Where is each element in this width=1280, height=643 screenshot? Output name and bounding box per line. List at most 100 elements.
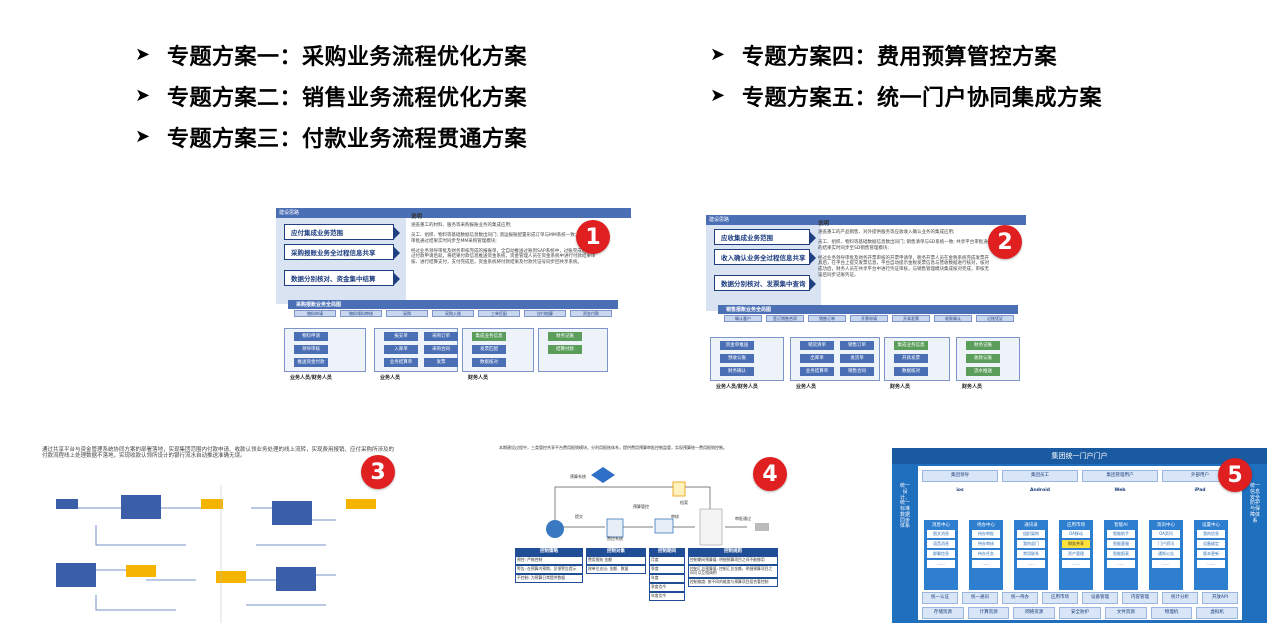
- app-item: 图文消息: [927, 530, 955, 538]
- thumbnail-sales: 建设思路 应收集成业务范围 收入确认业务全过程信息共享 数据分别核对、发票集中查…: [706, 215, 1026, 400]
- rule-table-cell: 警告: 在预算内预期，反馈警告提示: [515, 565, 583, 574]
- desc-line: 经过业务领导审批及财务审核完成的报账单，全自动推送过账到SAP系统中，过账完成后…: [411, 248, 596, 266]
- app-item: 财务共享: [1062, 540, 1090, 548]
- bullet-item: ➤专题方案三：付款业务流程贯通方案: [135, 116, 527, 157]
- platform-label: iPad: [1194, 488, 1206, 493]
- process-box: 集成业务信息: [472, 332, 506, 341]
- flow-label: 预算系统: [570, 474, 586, 479]
- flow-step: 资金付款: [570, 310, 612, 317]
- app-column-title: 应用市场: [1067, 523, 1085, 528]
- flow-step: 应付结算: [524, 310, 566, 317]
- desc-line: 员工、组织、物料等基础数据信息数出同门; 销售清单与SD系统一致; 共享平台审批…: [818, 239, 993, 251]
- rule-table-cell: 控制维度: 按不同的维度与预算项目组合看控制: [688, 577, 778, 587]
- intro-text: 通过共享平台与资金管理系统协同方案的部署落地，实现集团范围内付款申请、收款认领业…: [42, 447, 395, 460]
- app-column-title: 消息中心: [932, 523, 950, 528]
- desc-line: 涵盖重工的产品销售、对外提供服务等应收收入确认业务的集成应用;: [818, 230, 955, 235]
- arrow-icon: ➤: [710, 44, 726, 65]
- group-footer: 业务人员/财务人员: [716, 384, 758, 390]
- flow-step: 物料申请: [294, 310, 336, 317]
- app-item: 智能客服: [1107, 540, 1135, 548]
- flow-step: 记账凭证: [976, 315, 1014, 322]
- process-box: 采购订单: [424, 332, 458, 341]
- app-item: 待办任务: [972, 550, 1000, 558]
- arrow-icon: ➤: [710, 85, 726, 106]
- app-item: 设备绑定: [1197, 540, 1225, 548]
- number-badge: 1: [576, 220, 610, 254]
- resource-item: 存储资源: [922, 607, 964, 619]
- process-box: 集成业务信息: [894, 341, 928, 350]
- process-box: 业务结算单: [800, 367, 834, 376]
- process-box: 收款认账: [966, 354, 1000, 363]
- process-box: 发货单: [840, 354, 874, 363]
- flow-step: 确认客户: [724, 315, 762, 322]
- number-badge: 5: [1218, 458, 1252, 492]
- flow-bar: [288, 300, 618, 309]
- arrow-icon: ➤: [135, 85, 151, 106]
- app-column: 待办中心待办审批待办审核待办任务......: [969, 520, 1003, 590]
- process-box: 财务记账: [966, 341, 1000, 350]
- app-item: ......: [1152, 560, 1180, 568]
- rule-table-cell: 不控制: 为预算日常提供数据: [515, 574, 583, 583]
- rule-table-head: 控制策略: [515, 548, 583, 556]
- desc-title: 说明: [411, 214, 423, 220]
- process-box: 发票匹配: [472, 345, 506, 354]
- group-footer: 财务人员: [468, 375, 489, 381]
- flow-label: 审核: [671, 514, 679, 519]
- scope-pill: 应收集成业务范围: [714, 229, 816, 245]
- app-column-title: 设置中心: [1202, 523, 1220, 528]
- scope-pill: 采购报账业务全过程信息共享: [284, 244, 400, 260]
- scope-pill: 应付集成业务范围: [284, 224, 400, 240]
- app-item: 我的部门: [1017, 540, 1045, 548]
- rule-table-cell: 预控: 严格控制: [515, 556, 583, 565]
- description: 说明 涵盖重工的产品销售、对外提供服务等应收收入确认业务的集成应用; 员工、组织…: [818, 219, 993, 283]
- bullet-item: ➤ 专题方案四：费用预算管控方案: [710, 34, 1102, 75]
- resource-item: 物理机: [1150, 607, 1193, 619]
- app-column-title: 通讯录: [1024, 523, 1038, 528]
- rule-table-head: 控制对象: [586, 548, 646, 556]
- desc-title: 说明: [818, 221, 830, 227]
- flow-step: 采购入账: [432, 310, 474, 317]
- resource-item: 虚拟机: [1196, 607, 1239, 619]
- app-item: ......: [1107, 560, 1135, 568]
- app-item: 我的信息: [1197, 530, 1225, 538]
- number-badge: 2: [988, 225, 1022, 259]
- budget-flow-diagram: [546, 467, 769, 546]
- process-box: 物料申请: [294, 332, 328, 341]
- process-box: 报支单: [384, 332, 418, 341]
- flow-step: 开具发票: [892, 315, 930, 322]
- rule-table-cell: 月度: [649, 556, 685, 565]
- flow-label: 档案: [680, 500, 688, 505]
- flow-step: 签订销售合同: [766, 315, 804, 322]
- service-item: 设备管理: [1082, 592, 1118, 604]
- process-box: 销售订单: [840, 341, 874, 350]
- process-box: 销货清单: [800, 341, 834, 350]
- app-item: 智能助手: [1107, 530, 1135, 538]
- process-box: 开具发票: [894, 354, 928, 363]
- app-item: 组织架构: [1017, 530, 1045, 538]
- process-box: 数据核对: [472, 358, 506, 367]
- rule-table-cell: 年度: [649, 574, 685, 583]
- payment-flow-diagram: [56, 485, 376, 623]
- scope-pill: 数据分别核对、发票集中查询: [714, 275, 816, 291]
- service-item: 内容管理: [1122, 592, 1158, 604]
- platform-label: Web: [1114, 488, 1126, 493]
- user-group: 集团管理用户: [1082, 470, 1158, 482]
- app-column-title: 待办中心: [977, 523, 995, 528]
- arrow-icon: ➤: [135, 126, 151, 147]
- bullet-list-left: ➤专题方案一：采购业务流程优化方案➤专题方案二：销售业务流程优化方案➤专题方案三…: [135, 34, 527, 157]
- bullet-list-right: ➤ 专题方案四：费用预算管控方案 ➤专题方案五：统一门户协同集成方案: [710, 34, 1102, 116]
- bullet-text: 专题方案四：费用预算管控方案: [742, 44, 1058, 70]
- rule-table-cell: 控制期间预算值: 明细预算项目之间不能挪用: [688, 556, 778, 565]
- process-box: 数据核对: [894, 367, 928, 376]
- portal-title: 集团统一门户门户: [892, 448, 1267, 464]
- group-footer: 财务人员: [890, 384, 911, 390]
- group-footer: 业务人员: [796, 384, 817, 390]
- bullet-item: ➤专题方案五：统一门户协同集成方案: [710, 75, 1102, 116]
- app-item: 版本更新: [1197, 550, 1225, 558]
- resource-item: 计算资源: [967, 607, 1010, 619]
- rule-table-cell: 季度: [649, 565, 685, 574]
- service-item: 统一待办: [1002, 592, 1038, 604]
- resource-item: 安全防护: [1059, 607, 1101, 619]
